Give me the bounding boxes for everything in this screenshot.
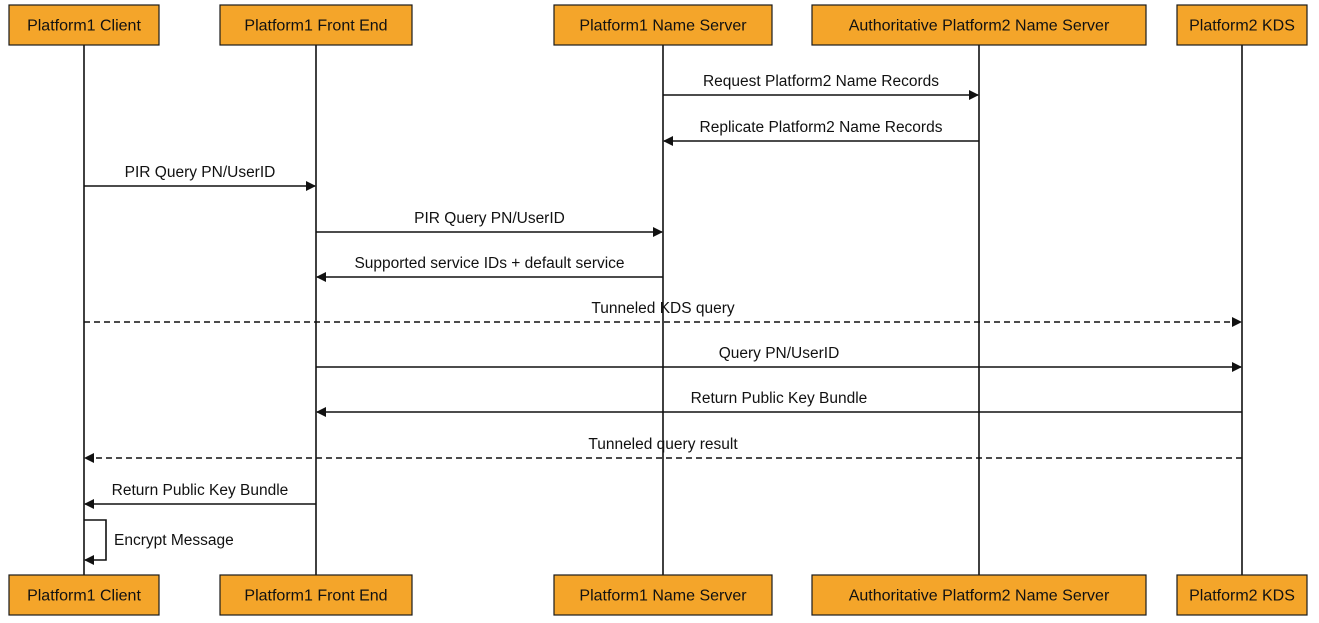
actor-label: Platform1 Front End [244, 588, 387, 605]
message-label: Return Public Key Bundle [112, 482, 289, 499]
actor-authns-bottom: Authoritative Platform2 Name Server [811, 574, 1147, 616]
message: Supported service IDs + default service [316, 255, 663, 282]
message: PIR Query PN/UserID [84, 164, 316, 191]
actor-label: Platform1 Client [27, 18, 141, 35]
messages: Request Platform2 Name RecordsReplicate … [84, 73, 1242, 565]
actor-kds-top: Platform2 KDS [1176, 4, 1308, 46]
actor-nameserver-top: Platform1 Name Server [553, 4, 773, 46]
actor-label: Platform1 Client [27, 588, 141, 605]
actor-client-top: Platform1 Client [8, 4, 160, 46]
lifelines [83, 45, 1243, 575]
actor-box [1176, 4, 1308, 46]
message: Replicate Platform2 Name Records [663, 119, 979, 146]
actor-box [553, 4, 773, 46]
actor-box [811, 574, 1147, 616]
message: PIR Query PN/UserID [316, 210, 663, 237]
message: Encrypt Message [84, 519, 234, 565]
message-label: Query PN/UserID [719, 345, 840, 362]
actor-label: Platform2 KDS [1189, 18, 1295, 35]
actor-frontend-bottom: Platform1 Front End [219, 574, 413, 616]
message-label: Request Platform2 Name Records [703, 73, 939, 90]
actor-row-bottom: Platform1 Client Platform1 Front End Platf… [8, 574, 1308, 616]
message-label: Supported service IDs + default service [354, 255, 624, 272]
message: Return Public Key Bundle [316, 390, 1242, 417]
message-label: Encrypt Message [114, 532, 234, 549]
actor-row-top: Platform1 Client Platform1 Front End Platf… [8, 4, 1308, 46]
message-label: Return Public Key Bundle [691, 390, 868, 407]
message: Tunneled query result [84, 436, 1242, 463]
actor-box [1176, 574, 1308, 616]
actor-label: Authoritative Platform2 Name Server [849, 588, 1110, 605]
actor-label: Authoritative Platform2 Name Server [849, 18, 1110, 35]
actor-kds-bottom: Platform2 KDS [1176, 574, 1308, 616]
message-label: PIR Query PN/UserID [414, 210, 565, 227]
actor-authns-top: Authoritative Platform2 Name Server [811, 4, 1147, 46]
actor-box [811, 4, 1147, 46]
actor-box [553, 574, 773, 616]
message: Tunneled KDS query [84, 300, 1242, 327]
actor-client-bottom: Platform1 Client [8, 574, 160, 616]
actor-label: Platform1 Name Server [579, 18, 747, 35]
message-label: Tunneled query result [588, 436, 738, 453]
actor-label: Platform1 Front End [244, 18, 387, 35]
actor-box [8, 574, 160, 616]
actor-box [219, 574, 413, 616]
message-label: Replicate Platform2 Name Records [700, 119, 943, 136]
message-label: PIR Query PN/UserID [125, 164, 276, 181]
actor-box [8, 4, 160, 46]
self-message-arrow [84, 519, 107, 565]
message: Query PN/UserID [316, 345, 1242, 372]
message-label: Tunneled KDS query [591, 300, 735, 317]
actor-nameserver-bottom: Platform1 Name Server [553, 574, 773, 616]
actor-box [219, 4, 413, 46]
actor-label: Platform2 KDS [1189, 588, 1295, 605]
message: Request Platform2 Name Records [663, 73, 979, 100]
actor-frontend-top: Platform1 Front End [219, 4, 413, 46]
message: Return Public Key Bundle [84, 482, 316, 509]
actor-label: Platform1 Name Server [579, 588, 747, 605]
